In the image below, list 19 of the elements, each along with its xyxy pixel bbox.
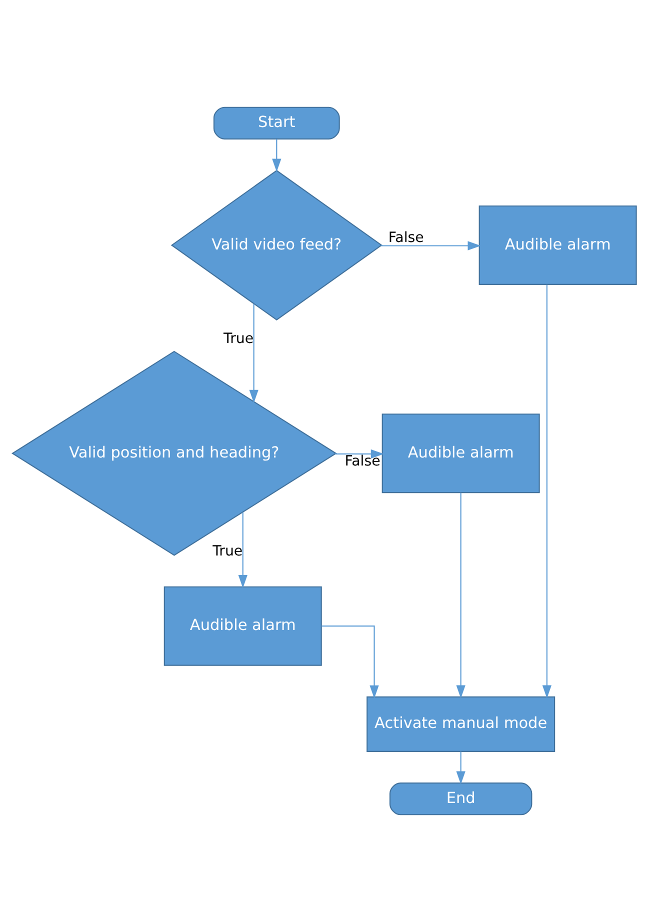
node-box: Audible alarm: [164, 586, 322, 666]
arrow: [542, 284, 552, 698]
node-box: Activate manual mode: [366, 696, 556, 752]
arrow: [456, 752, 466, 784]
node-box: Audible alarm: [478, 205, 637, 285]
arrow: [335, 449, 384, 458]
node-diamond: Valid video feed?: [170, 170, 382, 321]
node-box: Audible alarm: [382, 414, 540, 494]
arrow: [322, 626, 379, 699]
edge-label: True: [224, 331, 254, 348]
arrow: [249, 304, 258, 403]
node-box: Start: [213, 106, 340, 140]
edge-label: False: [388, 230, 424, 246]
arrow: [238, 512, 248, 588]
arrow: [456, 492, 466, 698]
arrow: [272, 139, 282, 172]
arrow: [380, 241, 481, 250]
node-box: End: [389, 782, 532, 816]
edge-label: False: [344, 453, 380, 470]
